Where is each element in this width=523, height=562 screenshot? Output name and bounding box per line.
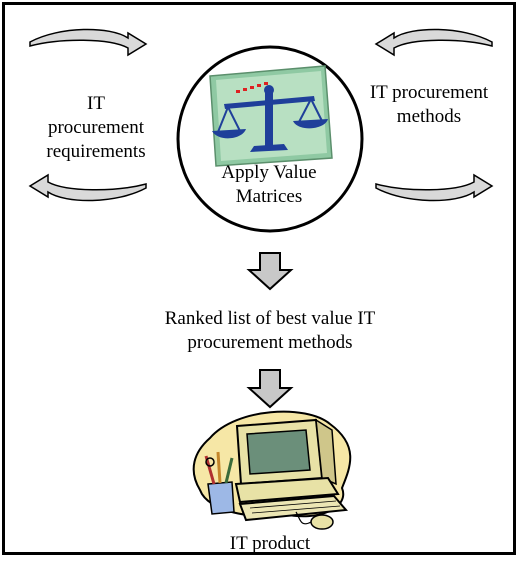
balance-scale-icon bbox=[209, 65, 333, 167]
computer-clipart-icon bbox=[192, 410, 352, 530]
node-center: Apply Value Matrices bbox=[221, 162, 317, 207]
diagram-frame bbox=[2, 2, 516, 555]
node-ranked: Ranked list of best value IT procurement… bbox=[164, 308, 376, 353]
node-methods: IT procurement methods bbox=[369, 82, 489, 127]
node-product: IT product bbox=[229, 533, 311, 554]
down-arrow-1-icon bbox=[246, 252, 294, 291]
curved-arrow-top-left-icon bbox=[29, 28, 148, 57]
down-arrow-2-icon bbox=[246, 369, 294, 409]
node-requirements: IT procurement requirements bbox=[46, 93, 146, 162]
curved-arrow-bottom-right-icon bbox=[375, 173, 494, 202]
curved-arrow-bottom-left-icon bbox=[28, 173, 147, 202]
curved-arrow-top-right-icon bbox=[374, 28, 493, 57]
